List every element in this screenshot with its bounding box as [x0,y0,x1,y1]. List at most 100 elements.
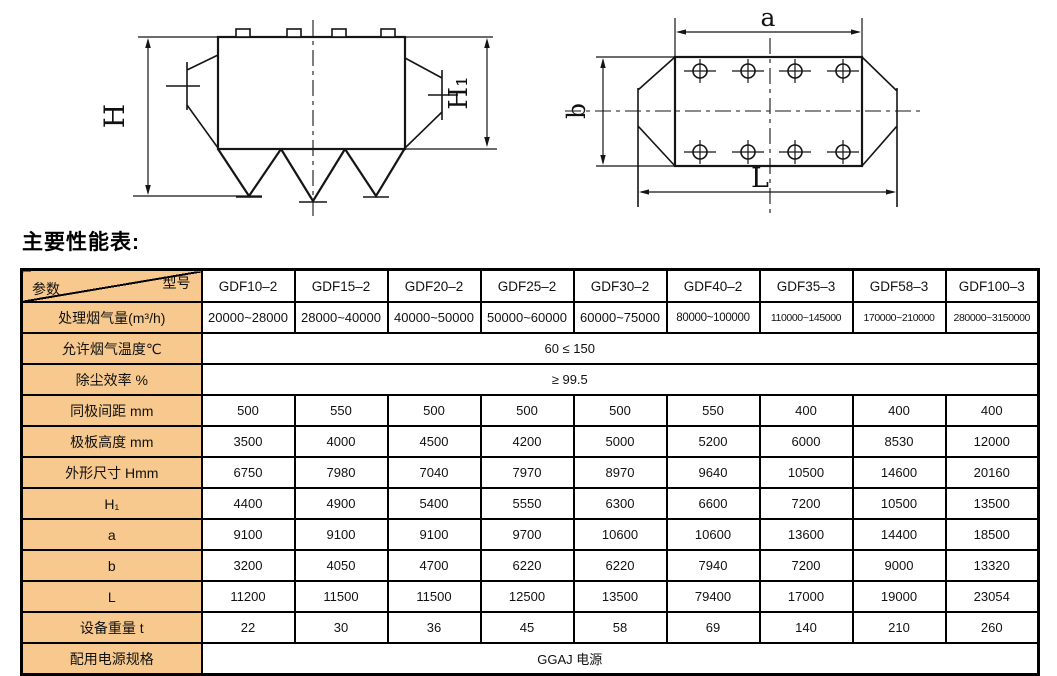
row-label-cell: H₁ [20,487,203,520]
dimension-label-L: L [751,163,769,194]
model-header-cell: GDF30–2 [572,268,668,303]
value-cell: 210 [851,611,947,644]
value-cell: 58 [572,611,668,644]
value-cell: 7200 [758,487,854,520]
dust-hoppers [217,147,406,204]
value-cell: 50000~60000 [479,301,575,334]
value-cell: 6220 [479,549,575,582]
value-cell: 12500 [479,580,575,613]
value-cell: 5000 [572,425,668,458]
value-cell: 7940 [665,549,761,582]
value-cell: 23054 [944,580,1040,613]
value-cell: 30 [293,611,389,644]
corner-header-cell: 型号 参数 [20,268,203,303]
row-label-cell: 除尘效率 % [20,363,203,396]
dimension-H: H [98,38,151,195]
model-header-cell: GDF35–3 [758,268,854,303]
value-cell: 18500 [944,518,1040,551]
value-cell: 400 [851,394,947,427]
table-row: 除尘效率 %≥ 99.5 [20,363,1040,396]
value-cell: 5200 [665,425,761,458]
value-cell: 7200 [758,549,854,582]
value-cell: 4400 [200,487,296,520]
row-label-cell: 外形尺寸 Hmm [20,456,203,489]
dimension-b: b [562,56,675,167]
value-cell: 45 [479,611,575,644]
row-label-cell: 允许烟气温度℃ [20,332,203,365]
value-cell: 6750 [200,456,296,489]
value-cell: 7980 [293,456,389,489]
precipitator-body [216,35,407,151]
value-cell: 80000~100000 [665,301,761,334]
row-label-cell: 极板高度 mm [20,425,203,458]
dimension-label-H1: H₁ [444,76,474,109]
value-cell: 13500 [944,487,1040,520]
value-cell: 10600 [572,518,668,551]
value-cell: 13500 [572,580,668,613]
value-cell: 280000~3150000 [944,301,1040,334]
value-cell: 9700 [479,518,575,551]
corner-model-label: 型号 [162,275,191,291]
merged-value-cell: 60 ≤ 150 [200,332,1040,365]
value-cell: 260 [944,611,1040,644]
value-cell: 11500 [386,580,482,613]
value-cell: 6220 [572,549,668,582]
value-cell: 20160 [944,456,1040,489]
value-cell: 550 [665,394,761,427]
value-cell: 3200 [200,549,296,582]
plan-view-drawing: a b [562,3,925,218]
row-label-cell: 配用电源规格 [20,642,203,676]
value-cell: 69 [665,611,761,644]
value-cell: 8530 [851,425,947,458]
value-cell: 6600 [665,487,761,520]
value-cell: 400 [758,394,854,427]
plan-body [673,55,864,168]
value-cell: 14400 [851,518,947,551]
model-header-cell: GDF10–2 [200,268,296,303]
value-cell: 9000 [851,549,947,582]
value-cell: 500 [386,394,482,427]
value-cell: 11200 [200,580,296,613]
corner-param-label: 参数 [32,281,60,297]
dimension-H1: H₁ [444,38,490,147]
row-label-cell: L [20,580,203,613]
value-cell: 140 [758,611,854,644]
value-cell: 9100 [200,518,296,551]
roof-lugs [235,28,396,38]
value-cell: 12000 [944,425,1040,458]
merged-value-cell: GGAJ 电源 [200,642,1040,676]
value-cell: 110000~145000 [758,301,854,334]
value-cell: 4050 [293,549,389,582]
row-label-cell: b [20,549,203,582]
inlet-nozzle [166,54,219,149]
model-header-cell: GDF40–2 [665,268,761,303]
value-cell: 13320 [944,549,1040,582]
dimension-L: L [639,163,896,195]
hopper-outlet-ticks [236,196,389,203]
engineering-drawings: H H₁ [98,3,925,218]
value-cell: 4200 [479,425,575,458]
value-cell: 9100 [386,518,482,551]
dimension-label-a: a [761,3,776,32]
value-cell: 6300 [572,487,668,520]
value-cell: 10500 [851,487,947,520]
value-cell: 4500 [386,425,482,458]
value-cell: 17000 [758,580,854,613]
table-title: 主要性能表: [22,231,140,254]
value-cell: 14600 [851,456,947,489]
row-label-cell: 处理烟气量(m³/h) [20,301,203,334]
value-cell: 9640 [665,456,761,489]
spec-sheet-page: H H₁ [20,3,1040,676]
inlet-transition [637,56,676,207]
value-cell: 19000 [851,580,947,613]
value-cell: 5400 [386,487,482,520]
value-cell: 3500 [200,425,296,458]
value-cell: 400 [944,394,1040,427]
value-cell: 22 [200,611,296,644]
